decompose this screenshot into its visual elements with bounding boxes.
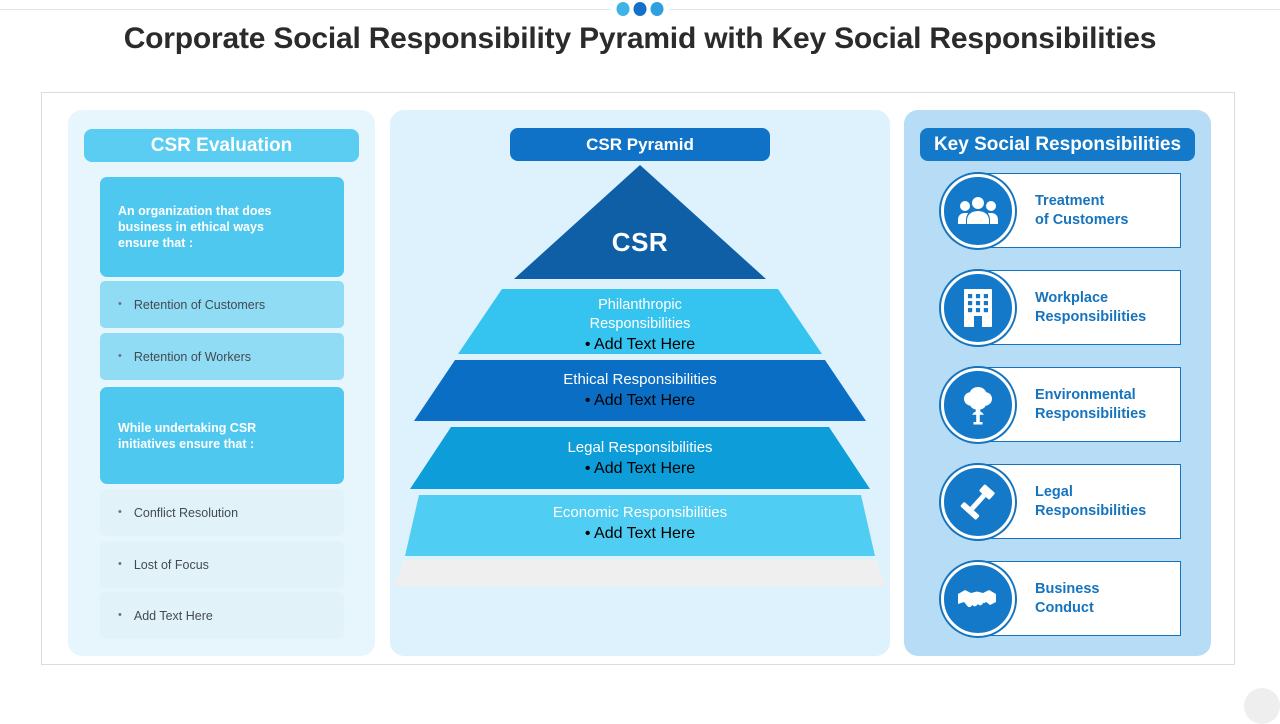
bullet-icon: • [118,558,122,570]
key-social-responsibilities-heading: Key Social Responsibilities [920,128,1195,161]
bullet-icon: • [118,609,122,621]
card-label-line: Workplace [1035,289,1109,306]
page-title: Corporate Social Responsibility Pyramid … [123,22,1157,55]
note-line: business in ethical ways [118,220,264,234]
tree-icon [941,368,1015,442]
layer-title-line: Economic Responsibilities [552,504,728,521]
dot-light-blue-icon [616,2,630,16]
note-line: initiatives ensure that : [118,436,255,451]
bullet-icon: • [118,350,122,362]
list-item[interactable]: • Add Text Here [100,592,344,639]
pyramid-layer-economic[interactable] [405,495,875,556]
pyramid-layer-philanthropic[interactable] [458,289,822,354]
pyramid-layer-legal-text: Legal Responsibilities • Add Text Here [390,438,890,478]
list-item-label: Conflict Resolution [133,505,239,520]
office-building-icon [941,271,1015,345]
layer-subtext: Add Text Here [594,525,696,542]
csr-evaluation-note-1: An organization that does business in et… [100,177,344,277]
csr-pyramid-diagram: CSR Philanthropic Responsibilities • Add… [390,165,890,645]
csr-evaluation-heading: CSR Evaluation [84,129,359,162]
list-item[interactable]: • Retention of Customers [100,281,344,328]
gavel-icon [941,465,1015,539]
card-label-line: Environmental [1035,386,1136,403]
list-item-label: Lost of Focus [133,557,209,572]
bullet-icon: • [118,298,122,310]
pyramid-layer-philanthropic-text: Philanthropic Responsibilities • Add Tex… [390,296,890,354]
layer-title-line: Philanthropic [598,297,682,313]
pyramid-layer-legal[interactable] [410,427,870,489]
layer-title-line: Legal Responsibilities [567,439,713,456]
list-item[interactable]: • Retention of Workers [100,333,344,380]
layer-subtext: Add Text Here [594,392,696,409]
pyramid-base-shadow [395,560,885,586]
layer-title-line: Ethical Responsibilities [563,371,717,388]
bullet-icon: • [584,460,591,477]
layer-subtext: Add Text Here [594,336,696,353]
csr-pyramid-heading: CSR Pyramid [510,128,770,161]
card-label-line: of Customers [1035,211,1129,228]
card-label-line: Legal [1035,483,1073,500]
card-label-line: Conduct [1035,599,1094,616]
bullet-icon: • [584,392,591,409]
note-line: An organization that does [118,204,272,218]
pyramid-layer-economic-text: Economic Responsibilities • Add Text Her… [390,503,890,543]
layer-title-line: Responsibilities [589,316,691,332]
corner-decoration-circle [1244,688,1280,724]
pyramid-apex[interactable] [514,165,766,279]
pyramid-layer-ethical-text: Ethical Responsibilities • Add Text Here [390,370,890,410]
handshake-icon [941,562,1015,636]
list-item[interactable]: • Conflict Resolution [100,489,344,536]
card-label-line: Responsibilities [1035,405,1147,422]
pyramid-layer-ethical[interactable] [414,360,866,421]
bullet-icon: • [584,525,591,542]
card-label-line: Treatment [1035,192,1105,209]
bullet-icon: • [584,336,591,353]
card-label-line: Responsibilities [1035,308,1147,325]
list-item-label: Add Text Here [133,608,213,623]
bullet-icon: • [118,506,122,518]
list-item[interactable]: • Lost of Focus [100,541,344,588]
csr-evaluation-note-2: While undertaking CSR initiatives ensure… [100,387,344,484]
card-label-line: Responsibilities [1035,502,1147,519]
note-line: While undertaking CSR [118,420,257,435]
people-group-icon [941,174,1015,248]
list-item-label: Retention of Workers [133,349,252,364]
layer-subtext: Add Text Here [594,460,696,477]
pyramid-apex-label: CSR [611,227,669,257]
top-dots-decoration [610,2,670,16]
list-item-label: Retention of Customers [133,297,266,312]
dot-medium-blue-icon [650,2,664,16]
card-label-line: Business [1035,580,1100,597]
note-line: ensure that : [118,236,194,250]
dot-dark-blue-icon [633,2,647,16]
